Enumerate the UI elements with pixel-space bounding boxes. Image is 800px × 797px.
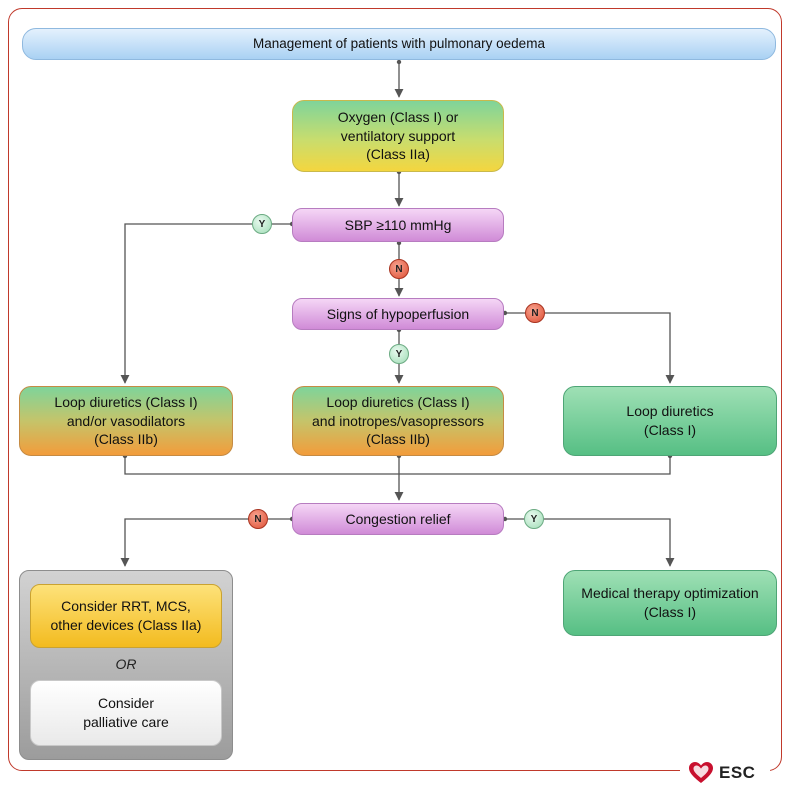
esc-logo-text: ESC — [719, 763, 756, 782]
heart-icon — [689, 762, 713, 783]
esc-logo: ESC — [688, 760, 755, 786]
badge-congestion-yes: Y — [524, 509, 544, 529]
node-palliative-care: Consider palliative care — [30, 680, 222, 746]
badge-sbp-no: N — [389, 259, 409, 279]
arrow-sbp-yes-to-left — [120, 223, 292, 384]
arrow-congestion-no-to-left — [120, 518, 292, 567]
node-oxygen: Oxygen (Class I) or ventilatory support … — [292, 100, 504, 172]
node-consider-rrt: Consider RRT, MCS, other devices (Class … — [30, 584, 222, 648]
arrow-congestion-yes-to-right — [505, 518, 675, 567]
diagram-frame — [8, 8, 782, 771]
node-sbp: SBP ≥110 mmHg — [292, 208, 504, 242]
or-label: OR — [115, 656, 137, 672]
node-loop-inotropes: Loop diuretics (Class I) and inotropes/v… — [292, 386, 504, 456]
node-congestion-relief: Congestion relief — [292, 503, 504, 535]
node-therapy-optimization: Medical therapy optimization (Class I) — [563, 570, 777, 636]
node-hypoperfusion: Signs of hypoperfusion — [292, 298, 504, 330]
node-loop-vasodilators: Loop diuretics (Class I) and/or vasodila… — [19, 386, 233, 456]
badge-sbp-yes: Y — [252, 214, 272, 234]
merge-line — [124, 456, 671, 475]
node-loop-diuretics: Loop diuretics (Class I) — [563, 386, 777, 456]
badge-hypoperfusion-no: N — [525, 303, 545, 323]
diagram-title: Management of patients with pulmonary oe… — [22, 28, 776, 60]
arrow-hypoperfusion-no-to-right — [505, 312, 675, 384]
badge-congestion-no: N — [248, 509, 268, 529]
badge-hypoperfusion-yes: Y — [389, 344, 409, 364]
